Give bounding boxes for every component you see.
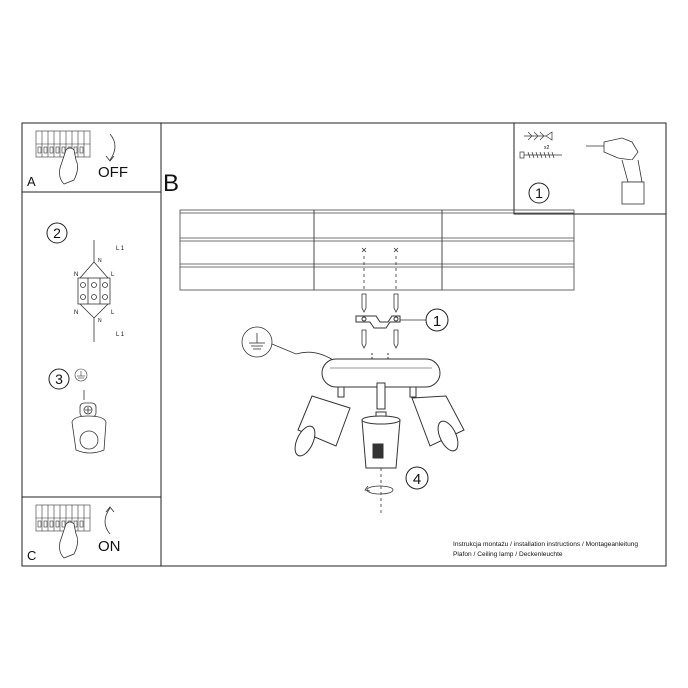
ground-symbol: [241, 326, 273, 358]
panel-c-box: [21, 496, 162, 567]
breaker-panel-icon: [35, 504, 91, 532]
step-3-circle: [48, 368, 70, 390]
rotate-icon: [364, 468, 394, 514]
step-1-tools-number: 1: [535, 185, 543, 201]
ceiling-drill-holes: [361, 247, 399, 290]
panel-a: A OFF: [21, 122, 162, 193]
mounting-screws: [361, 293, 399, 349]
arrow-up-icon: [104, 507, 111, 535]
wire-label-l1-bottom: L 1: [116, 332, 125, 338]
wire-label-n-inner-top: N: [98, 258, 102, 264]
step-3-number: 3: [55, 371, 63, 387]
step-1-tools-circle: [528, 182, 550, 204]
footer-line-1: Instrukcja montażu / installation instru…: [453, 541, 638, 548]
ceiling: [179, 209, 575, 291]
arrow-down-icon: [109, 133, 116, 161]
panel-c-label: ON: [98, 538, 121, 555]
step-2-number: 2: [53, 225, 61, 241]
step-4-circle: [405, 466, 429, 490]
spot-lamp-center: [361, 382, 401, 469]
hand-icon: [59, 521, 78, 559]
panel-a-letter: A: [27, 174, 36, 189]
hand-icon: [59, 147, 78, 185]
step-4-number: 4: [413, 471, 421, 488]
outer-frame: [21, 122, 667, 567]
ground-terminal-icon: [71, 390, 107, 454]
panel-c-letter: C: [27, 548, 36, 563]
screw-icon: [519, 151, 562, 159]
step-1-bracket-number: 1: [433, 313, 441, 330]
panel-b-letter: B: [163, 170, 179, 197]
footer-line-2: Plafon / Ceiling lamp / Deckenleuchte: [453, 551, 563, 558]
lamp-base: [321, 352, 441, 388]
ground-mini-icon: [74, 368, 88, 382]
drill-icon: [586, 137, 645, 205]
step-2-circle: [46, 222, 68, 244]
spot-lamp-right: [409, 386, 465, 452]
wire-label-l1-top: L 1: [116, 246, 125, 252]
panel-a-label: OFF: [98, 164, 128, 181]
mounting-bracket: [355, 315, 401, 329]
wire-label-n-inner-bottom: N: [98, 318, 102, 324]
breaker-panel-icon: [35, 130, 91, 158]
wire-label-l-right-bottom: L: [111, 310, 115, 316]
panel-a-box: [21, 122, 162, 193]
wall-plug-icon: [524, 131, 553, 141]
step-1-bracket-circle: [425, 308, 449, 332]
spot-lamp-left: [294, 386, 351, 457]
wire-label-n-left-top: N: [74, 272, 78, 278]
panel-c: C ON: [21, 496, 162, 567]
screw-count: x2: [544, 145, 550, 151]
wire-label-l-right-top: L: [111, 272, 115, 278]
tools-box: x2 1: [513, 122, 667, 215]
wire-label-n-left-bottom: N: [74, 310, 78, 316]
terminal-block: [77, 240, 111, 342]
